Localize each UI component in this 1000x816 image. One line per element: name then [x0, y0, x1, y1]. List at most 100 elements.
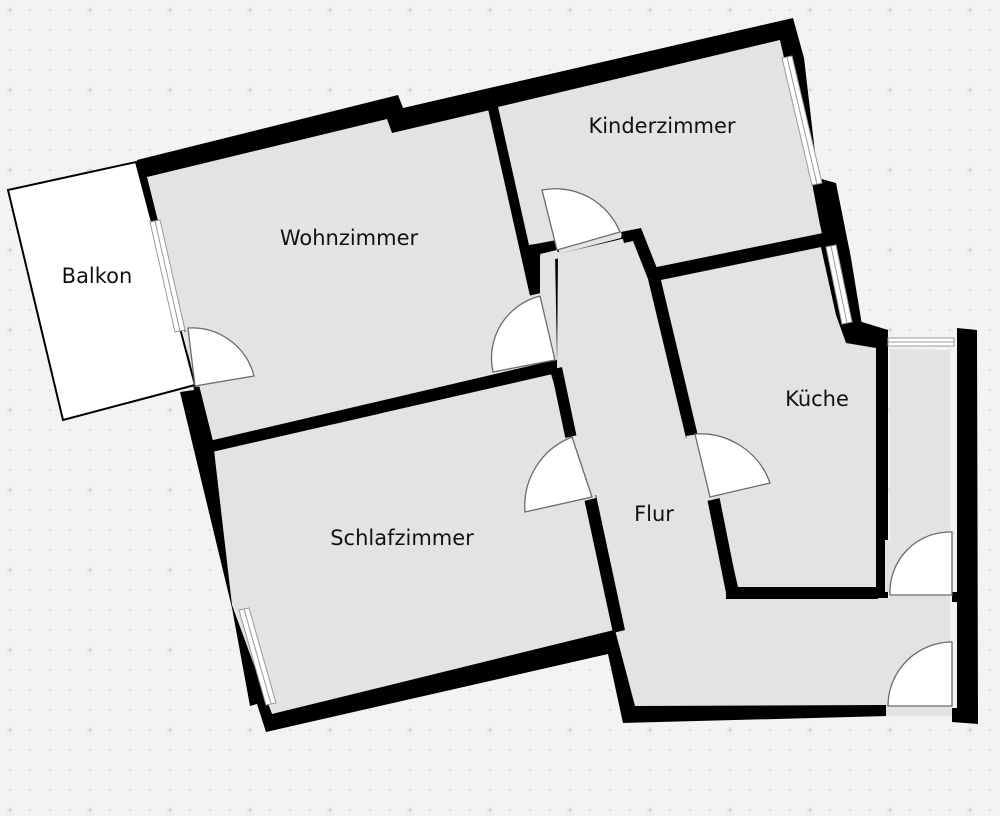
grid-dot [869, 29, 871, 31]
grid-dot [709, 729, 711, 731]
grid-dot [89, 689, 91, 691]
grid-dot [89, 509, 91, 511]
grid-dot [509, 749, 511, 751]
grid-dot [849, 89, 851, 91]
grid-dot [309, 49, 311, 51]
grid-dot [329, 789, 331, 791]
grid-dot [9, 669, 11, 671]
grid-dot [429, 789, 431, 791]
grid-dot [889, 109, 891, 111]
grid-dot [69, 489, 71, 491]
grid-dot [209, 589, 211, 591]
grid-dot [309, 109, 311, 111]
grid-plus [327, 7, 333, 13]
grid-plus [727, 727, 733, 733]
grid-dot [909, 9, 911, 11]
grid-dot [989, 329, 991, 331]
grid-dot [109, 109, 111, 111]
grid-dot [169, 109, 171, 111]
grid-dot [929, 729, 931, 731]
grid-dot [89, 749, 91, 751]
grid-dot [29, 369, 31, 371]
grid-dot [709, 789, 711, 791]
grid-dot [509, 9, 511, 11]
grid-dot [629, 769, 631, 771]
grid-dot [69, 789, 71, 791]
grid-dot [29, 309, 31, 311]
grid-dot [969, 69, 971, 71]
grid-dot [529, 809, 531, 811]
grid-dot [989, 429, 991, 431]
grid-dot [849, 729, 851, 731]
grid-dot [589, 749, 591, 751]
grid-dot [69, 769, 71, 771]
grid-dot [469, 49, 471, 51]
grid-dot [29, 549, 31, 551]
grid-dot [329, 29, 331, 31]
grid-dot [129, 489, 131, 491]
grid-dot [129, 449, 131, 451]
grid-dot [209, 109, 211, 111]
grid-dot [29, 9, 31, 11]
grid-dot [869, 49, 871, 51]
grid-dot [549, 729, 551, 731]
grid-dot [469, 9, 471, 11]
grid-dot [129, 509, 131, 511]
grid-dot [529, 729, 531, 731]
wall-corner-kueche [845, 322, 888, 347]
grid-dot [629, 29, 631, 31]
grid-dot [949, 69, 951, 71]
grid-dot [569, 669, 571, 671]
grid-dot [689, 809, 691, 811]
grid-dot [469, 69, 471, 71]
grid-dot [909, 289, 911, 291]
grid-dot [89, 129, 91, 131]
grid-dot [9, 29, 11, 31]
grid-dot [109, 709, 111, 711]
grid-dot [229, 69, 231, 71]
grid-dot [149, 129, 151, 131]
grid-dot [269, 49, 271, 51]
grid-dot [889, 309, 891, 311]
grid-dot [429, 729, 431, 731]
grid-dot [389, 729, 391, 731]
grid-plus [247, 727, 253, 733]
grid-dot [449, 809, 451, 811]
grid-dot [29, 49, 31, 51]
grid-dot [409, 769, 411, 771]
grid-dot [849, 109, 851, 111]
grid-dot [589, 729, 591, 731]
grid-dot [549, 49, 551, 51]
grid-dot [869, 209, 871, 211]
grid-plus [887, 807, 893, 813]
grid-dot [149, 689, 151, 691]
grid-dot [249, 769, 251, 771]
grid-dot [949, 169, 951, 171]
room-labels: Balkon Wohnzimmer Kinderzimmer Küche Sch… [62, 114, 849, 550]
grid-dot [829, 749, 831, 751]
grid-dot [69, 669, 71, 671]
grid-plus [567, 727, 573, 733]
grid-dot [989, 629, 991, 631]
grid-dot [869, 789, 871, 791]
grid-dot [909, 129, 911, 131]
grid-plus [967, 727, 973, 733]
grid-dot [989, 729, 991, 731]
grid-dot [229, 689, 231, 691]
grid-dot [49, 169, 51, 171]
grid-dot [189, 489, 191, 491]
grid-dot [869, 249, 871, 251]
grid-plus [7, 407, 13, 413]
grid-dot [609, 9, 611, 11]
grid-dot [329, 49, 331, 51]
grid-dot [69, 709, 71, 711]
grid-dot [869, 109, 871, 111]
grid-plus [807, 87, 813, 93]
grid-dot [49, 689, 51, 691]
grid-dot [149, 529, 151, 531]
grid-dot [689, 729, 691, 731]
grid-dot [9, 229, 11, 231]
grid-dot [749, 729, 751, 731]
grid-plus [327, 727, 333, 733]
grid-dot [229, 609, 231, 611]
